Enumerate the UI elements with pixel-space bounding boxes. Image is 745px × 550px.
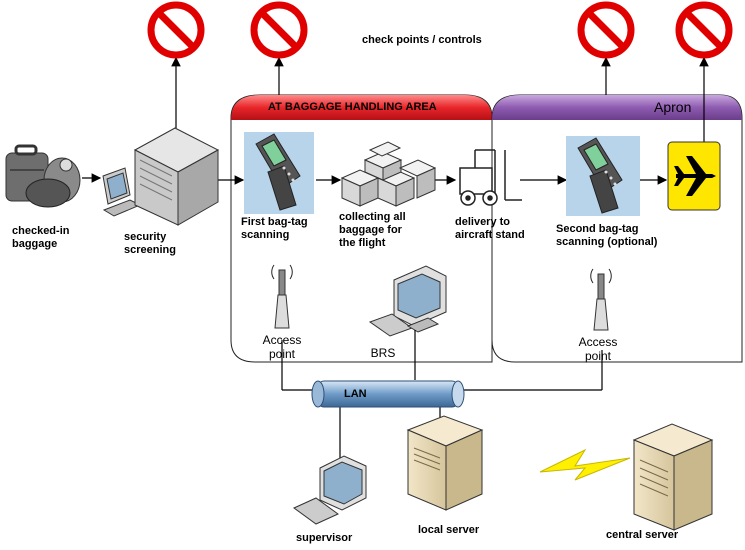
prohibited-icon [577, 1, 635, 59]
forklift-icon [459, 149, 522, 206]
lightning-icon [539, 448, 631, 481]
scanner-icon [244, 132, 314, 214]
airplane-icon [667, 141, 721, 211]
baggage-area-header [231, 95, 492, 120]
boxes-icon [340, 141, 437, 207]
prohibited-icon [250, 1, 308, 59]
apron-header [492, 95, 742, 120]
apron-title: Apron [654, 99, 692, 115]
baggage-area-title: AT BAGGAGE HANDLING AREA [268, 101, 437, 113]
baggage-icon [5, 144, 81, 208]
access-point-1-label: Access point [262, 333, 302, 361]
delivery-label: delivery to aircraft stand [455, 216, 525, 241]
central-server-label: central server [606, 529, 679, 541]
supervisor-label: supervisor [296, 532, 353, 544]
checkpoints-title: check points / controls [362, 34, 482, 46]
computer-icon [368, 265, 447, 337]
computer-icon [293, 455, 367, 525]
prohibited-icon [147, 1, 205, 59]
lan-label: LAN [344, 388, 367, 400]
server-icon [406, 415, 484, 511]
access-point-2-label: Access point [578, 335, 618, 363]
prohibited-icon [675, 1, 733, 59]
security-screening-label: security screening [124, 231, 176, 256]
collecting-label: collecting all baggage for the flight [339, 211, 406, 249]
server-icon [632, 423, 714, 531]
lan-pipe [311, 380, 465, 408]
antenna-icon [590, 268, 612, 331]
local-server-label: local server [418, 524, 480, 536]
brs-label: BRS [370, 346, 396, 360]
first-scan-label: First bag-tag scanning [241, 216, 308, 241]
server-icon [133, 127, 220, 226]
scanner-icon [566, 136, 640, 216]
computer-icon [102, 167, 142, 217]
antenna-icon [271, 264, 293, 329]
second-scan-label: Second bag-tag scanning (optional) [556, 223, 658, 248]
checked-in-baggage-label: checked-in baggage [12, 225, 70, 250]
